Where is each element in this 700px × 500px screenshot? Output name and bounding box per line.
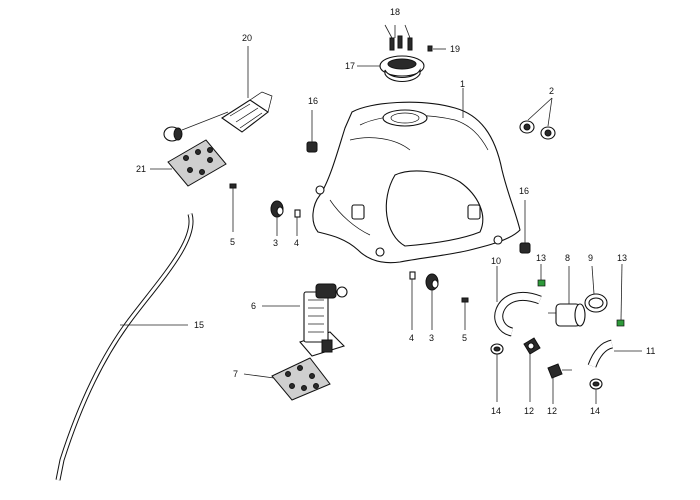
bolt-5-center <box>461 297 469 330</box>
cushion-3-center <box>425 273 439 330</box>
label-16a: 16 <box>308 96 318 106</box>
label-9: 9 <box>588 253 593 263</box>
label-16b: 16 <box>519 186 529 196</box>
collar-4-center <box>409 271 416 330</box>
fuel-tank <box>312 101 521 264</box>
label-13a: 13 <box>536 253 546 263</box>
label-13b: 13 <box>617 253 627 263</box>
label-7: 7 <box>233 369 238 379</box>
label-2: 2 <box>549 86 554 96</box>
fitting-12-left <box>523 337 541 402</box>
leader-2a <box>527 97 553 121</box>
label-3b: 3 <box>429 333 434 343</box>
label-6: 6 <box>251 301 256 311</box>
label-21: 21 <box>136 164 146 174</box>
long-hose <box>55 213 194 481</box>
label-11: 11 <box>646 346 655 356</box>
label-14a: 14 <box>491 406 501 416</box>
leader-2b <box>547 97 553 127</box>
label-5b: 5 <box>462 333 467 343</box>
label-8: 8 <box>565 253 570 263</box>
hose-11 <box>587 339 642 368</box>
hose-10 <box>494 291 542 337</box>
fitting-12-right <box>547 363 572 404</box>
sender-gasket <box>167 139 227 187</box>
grommet-16-upper <box>306 110 318 153</box>
label-3a: 3 <box>273 238 278 248</box>
screw-19 <box>427 45 446 52</box>
cap-screws <box>384 24 413 51</box>
label-15: 15 <box>194 320 204 330</box>
fuel-level-sender <box>163 91 273 142</box>
label-5a: 5 <box>230 237 235 247</box>
rubber-dampers <box>519 120 556 140</box>
label-17: 17 <box>345 61 355 71</box>
bolt-5-left <box>229 183 237 232</box>
filler-cap <box>379 55 425 83</box>
label-10: 10 <box>491 256 501 266</box>
fuel-filter <box>548 266 586 327</box>
label-1: 1 <box>460 79 465 89</box>
label-4b: 4 <box>409 333 414 343</box>
label-12b: 12 <box>547 406 557 416</box>
clip-13-right <box>616 263 625 327</box>
label-14b: 14 <box>590 406 600 416</box>
clamp-ring-9 <box>584 265 608 313</box>
label-18: 18 <box>390 7 400 17</box>
label-20: 20 <box>242 33 252 43</box>
fuel-pump <box>299 283 348 357</box>
leader-7 <box>243 373 275 379</box>
label-12a: 12 <box>524 406 534 416</box>
clip-13-left <box>537 264 546 287</box>
label-4a: 4 <box>294 238 299 248</box>
clamp-14-left <box>490 343 504 402</box>
clamp-14-right <box>589 378 603 404</box>
label-19: 19 <box>450 44 460 54</box>
cushion-3-left <box>270 200 284 236</box>
pump-gasket <box>271 357 331 401</box>
grommet-16-right <box>519 200 531 254</box>
collar-4-left <box>294 209 301 236</box>
